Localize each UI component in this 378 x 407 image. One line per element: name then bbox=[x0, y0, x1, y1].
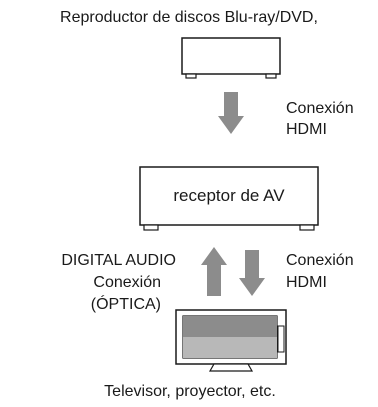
arrow-up-optical bbox=[201, 247, 227, 296]
hdmi-connection-label-2-line1: Conexión bbox=[286, 252, 354, 269]
arrow-down-hdmi-2 bbox=[239, 250, 265, 296]
hdmi-connection-label-1-line1: Conexión bbox=[286, 100, 354, 117]
tv-icon bbox=[175, 309, 287, 372]
arrow-down-hdmi-1 bbox=[218, 92, 244, 134]
hdmi-connection-label-1-line2: HDMI bbox=[286, 121, 327, 138]
optical-connection-label-line3: (ÓPTICA) bbox=[90, 296, 161, 313]
receiver-label: receptor de AV bbox=[173, 186, 285, 205]
player-label: Reproductor de discos Blu-ray/DVD, bbox=[60, 9, 318, 26]
bluray-player-icon bbox=[181, 37, 281, 79]
hdmi-connection-label-2-line2: HDMI bbox=[286, 274, 327, 291]
optical-connection-label-line2: Conexión bbox=[93, 274, 161, 291]
av-receiver-box bbox=[139, 166, 319, 231]
tv-label: Televisor, proyector, etc. bbox=[104, 383, 276, 400]
optical-connection-label-line1: DIGITAL AUDIO bbox=[61, 252, 176, 269]
